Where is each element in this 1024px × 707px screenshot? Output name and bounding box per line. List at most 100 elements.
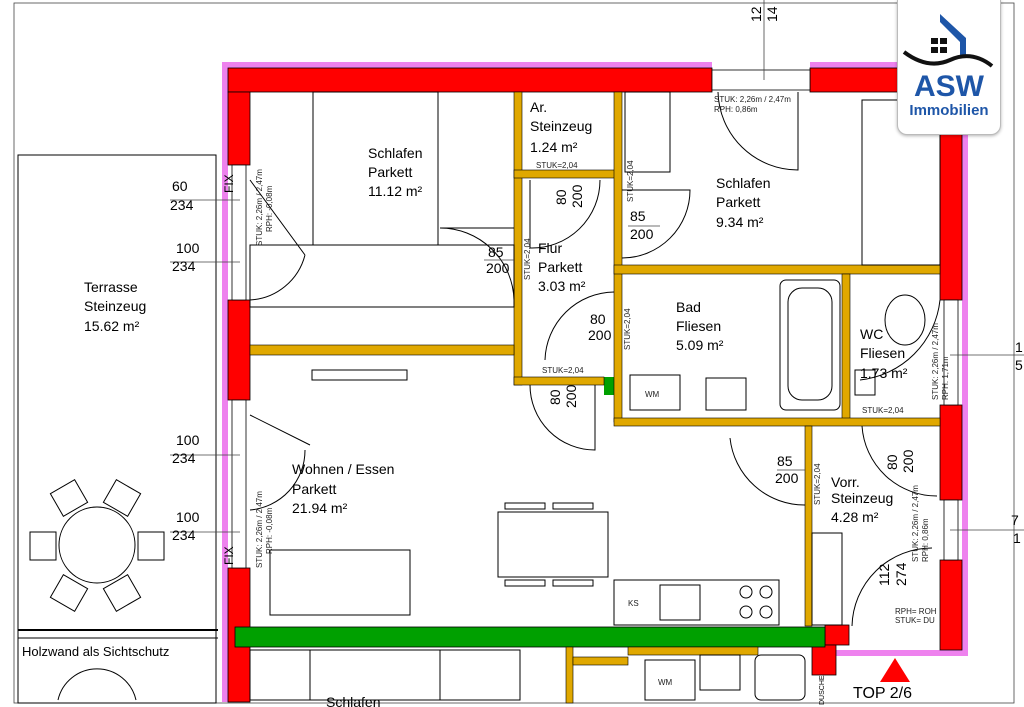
svg-text:21.94 m²: 21.94 m² bbox=[292, 500, 348, 516]
svg-text:WC: WC bbox=[860, 326, 883, 342]
svg-text:Steinzeug: Steinzeug bbox=[84, 298, 146, 314]
svg-text:5: 5 bbox=[1015, 357, 1023, 373]
svg-text:4.28 m²: 4.28 m² bbox=[831, 509, 879, 525]
svg-text:Parkett: Parkett bbox=[292, 481, 336, 497]
terrace-outline bbox=[17, 154, 217, 704]
svg-text:STUK= DU: STUK= DU bbox=[895, 616, 935, 625]
svg-text:STUK: 2,26m / 2,47m: STUK: 2,26m / 2,47m bbox=[911, 485, 920, 562]
svg-text:200: 200 bbox=[588, 327, 612, 343]
svg-text:STUK=2,04: STUK=2,04 bbox=[862, 406, 904, 415]
svg-text:1: 1 bbox=[1015, 339, 1023, 355]
svg-text:STUK=2,04: STUK=2,04 bbox=[626, 160, 635, 202]
svg-text:RPH: 0,86m: RPH: 0,86m bbox=[714, 105, 758, 114]
svg-text:11.12 m²: 11.12 m² bbox=[368, 183, 423, 199]
svg-text:14: 14 bbox=[764, 6, 780, 22]
svg-text:80: 80 bbox=[547, 389, 563, 405]
insulation bbox=[222, 62, 968, 702]
svg-text:200: 200 bbox=[775, 470, 799, 486]
svg-text:DUSCHE: DUSCHE bbox=[819, 675, 826, 705]
svg-text:1.73 m²: 1.73 m² bbox=[860, 365, 908, 381]
svg-text:KS: KS bbox=[628, 599, 639, 608]
svg-text:Fliesen: Fliesen bbox=[676, 318, 721, 334]
svg-text:Schlafen: Schlafen bbox=[716, 175, 770, 191]
svg-text:STUK: 2,26m / 2,47m: STUK: 2,26m / 2,47m bbox=[255, 491, 264, 568]
svg-text:STUK: 2,26m / 2,47m: STUK: 2,26m / 2,47m bbox=[714, 95, 791, 104]
svg-text:WM: WM bbox=[645, 390, 660, 399]
svg-text:60: 60 bbox=[172, 178, 188, 194]
svg-text:7: 7 bbox=[1011, 512, 1019, 528]
svg-text:Holzwand als Sichtschutz: Holzwand als Sichtschutz bbox=[22, 644, 169, 659]
svg-text:Parkett: Parkett bbox=[538, 259, 582, 275]
svg-text:STUK=2,04: STUK=2,04 bbox=[813, 463, 822, 505]
svg-text:Parkett: Parkett bbox=[716, 194, 760, 210]
svg-text:FIX: FIX bbox=[222, 174, 236, 193]
svg-text:200: 200 bbox=[563, 384, 579, 408]
svg-text:Schlafen: Schlafen bbox=[326, 694, 380, 707]
svg-text:RPH: -0,08m: RPH: -0,08m bbox=[265, 507, 274, 554]
svg-text:Vorr.: Vorr. bbox=[831, 474, 860, 490]
outdoor-table bbox=[29, 479, 165, 701]
plan-frame bbox=[13, 2, 1015, 704]
svg-text:200: 200 bbox=[569, 184, 585, 208]
svg-text:STUK: 2,26m / 2,47m: STUK: 2,26m / 2,47m bbox=[931, 323, 940, 400]
svg-text:200: 200 bbox=[630, 226, 654, 242]
svg-text:3.03 m²: 3.03 m² bbox=[538, 278, 586, 294]
svg-text:200: 200 bbox=[486, 260, 510, 276]
svg-text:12: 12 bbox=[748, 6, 764, 22]
svg-text:STUK=2,04: STUK=2,04 bbox=[623, 308, 632, 350]
svg-text:234: 234 bbox=[172, 258, 196, 274]
svg-text:Terrasse: Terrasse bbox=[84, 279, 138, 295]
svg-text:STUK=2,04: STUK=2,04 bbox=[536, 161, 578, 170]
svg-text:Wohnen / Essen: Wohnen / Essen bbox=[292, 461, 394, 477]
house-wave-icon bbox=[902, 14, 994, 68]
svg-text:Bad: Bad bbox=[676, 299, 701, 315]
svg-text:Fliesen: Fliesen bbox=[860, 345, 905, 361]
svg-text:5.09 m²: 5.09 m² bbox=[676, 337, 724, 353]
room-vorr: Vorr.Steinzeug 4.28 m² bbox=[831, 474, 893, 525]
svg-text:85: 85 bbox=[630, 208, 646, 224]
room-ar: Ar. Steinzeug 1.24 m² bbox=[530, 99, 592, 155]
svg-text:WM: WM bbox=[658, 678, 673, 687]
svg-text:RPH= ROH: RPH= ROH bbox=[895, 607, 937, 616]
svg-text:100: 100 bbox=[176, 240, 200, 256]
new-wall bbox=[234, 626, 826, 648]
unit-label: TOP 2/6 bbox=[853, 685, 912, 702]
svg-text:RPH: 1,71m: RPH: 1,71m bbox=[941, 356, 950, 400]
svg-text:80: 80 bbox=[553, 189, 569, 205]
svg-text:85: 85 bbox=[488, 244, 504, 260]
svg-text:9.34 m²: 9.34 m² bbox=[716, 214, 764, 230]
svg-text:Steinzeug: Steinzeug bbox=[831, 490, 893, 506]
svg-text:15.62 m²: 15.62 m² bbox=[84, 318, 140, 334]
svg-text:STUK: 2,26m / 2,47m: STUK: 2,26m / 2,47m bbox=[255, 169, 264, 246]
svg-text:STUK=2,04: STUK=2,04 bbox=[542, 366, 584, 375]
svg-text:Steinzeug: Steinzeug bbox=[530, 118, 592, 134]
windows bbox=[231, 69, 959, 569]
svg-text:1.24 m²: 1.24 m² bbox=[530, 139, 578, 155]
svg-text:112: 112 bbox=[876, 563, 892, 586]
svg-text:Parkett: Parkett bbox=[368, 164, 412, 180]
svg-text:100: 100 bbox=[176, 509, 200, 525]
svg-text:RPH: -0,08m: RPH: -0,08m bbox=[265, 185, 274, 232]
svg-text:Schlafen: Schlafen bbox=[368, 145, 422, 161]
asw-logo: ASW Immobilien bbox=[897, 0, 1001, 135]
svg-text:STUK=2,04: STUK=2,04 bbox=[523, 238, 532, 280]
svg-text:FIX: FIX bbox=[222, 546, 236, 565]
entrance-marker-icon bbox=[880, 658, 910, 682]
svg-text:200: 200 bbox=[900, 449, 916, 473]
dimension-lines bbox=[170, 0, 1024, 533]
svg-text:80: 80 bbox=[590, 311, 606, 327]
door-swings bbox=[249, 91, 941, 627]
svg-text:234: 234 bbox=[172, 450, 196, 466]
svg-text:100: 100 bbox=[176, 432, 200, 448]
svg-text:274: 274 bbox=[893, 562, 909, 586]
room-wc: WC Fliesen 1.73 m² bbox=[860, 326, 908, 381]
svg-text:Ar.: Ar. bbox=[530, 99, 547, 115]
